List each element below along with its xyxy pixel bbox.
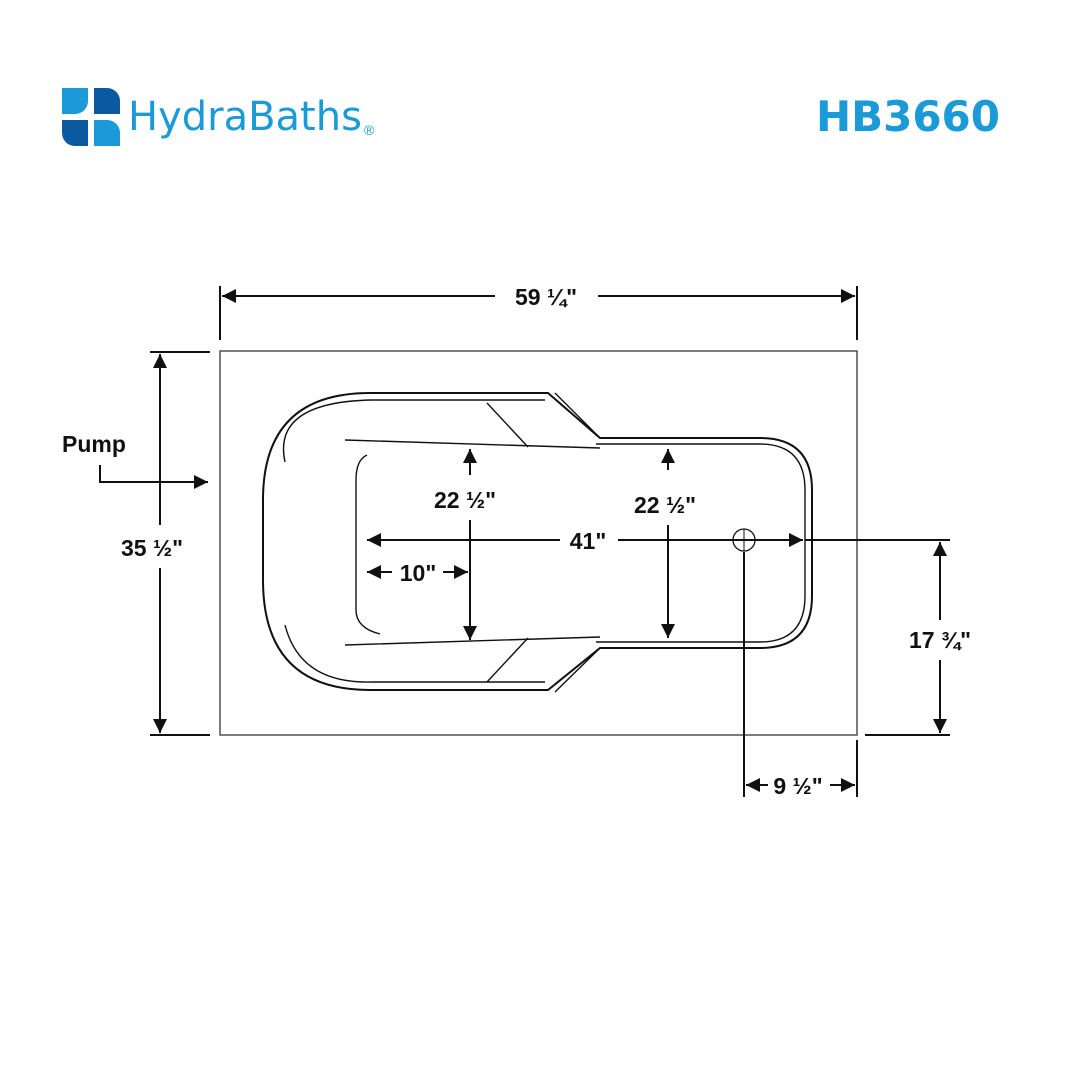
registered-mark: ® [363,122,375,138]
pump-arrow [99,465,208,489]
drain-side-label: 17 ¾" [909,627,971,653]
pump-label: Pump [62,431,126,457]
interior-length-label: 41" [570,528,607,554]
tub-deck-outline [219,350,858,736]
tub-inner-rim [282,399,806,683]
width-label: 35 ½" [121,535,183,561]
tub-basin [344,439,601,646]
width-right-label: 22 ½" [634,492,696,518]
drain-end-label: 9 ½" [773,773,822,799]
model-number: HB3660 [815,92,1000,141]
width-left-label: 22 ½" [434,487,496,513]
length-label: 59 ¼" [515,284,577,310]
offset-label: 10" [400,560,437,586]
tub-outer-rim [262,392,813,691]
logo-drops-icon [62,88,120,146]
armrest-lines [486,392,601,693]
brand-name: HydraBaths [128,94,362,140]
brand-logo: HydraBaths ® [62,88,374,146]
